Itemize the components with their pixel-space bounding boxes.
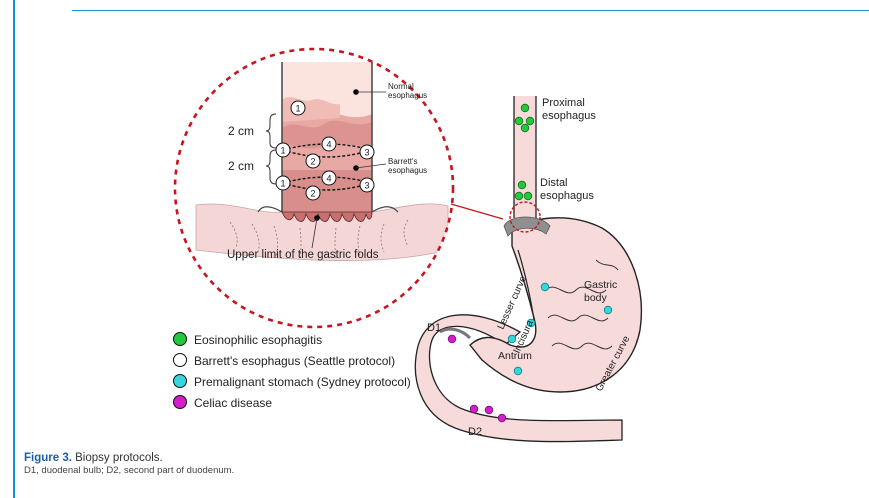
marker-1-top: 1 (291, 101, 305, 115)
caption-note: D1, duodenal bulb; D2, second part of du… (24, 465, 844, 477)
d2-label: D2 (468, 426, 482, 438)
marker-4-b: 4 (322, 171, 336, 185)
inset-connector (451, 204, 503, 219)
marker-4-a: 4 (322, 137, 336, 151)
proximal-esophagus-label: Proximal esophagus (542, 97, 596, 122)
marker-1-a: 1 (276, 143, 290, 157)
normal-esophagus-label: Normal esophagus (388, 82, 427, 100)
legend-item-sydney: Premalignant stomach (Sydney protocol) (174, 375, 411, 390)
barretts-esophagus-label: Barrett's esophagus (388, 157, 427, 175)
caption-title: Biopsy protocols. (75, 452, 163, 464)
svg-text:4: 4 (326, 174, 331, 184)
figure-caption: Figure 3. Biopsy protocols. D1, duodenal… (24, 451, 844, 477)
inset-magnification: 1 1 4 3 2 1 4 3 2 2 cm 2 cm Normal esoph… (175, 49, 453, 327)
marker-3-b: 3 (360, 178, 374, 192)
svg-text:3: 3 (364, 148, 369, 158)
svg-text:Premalignant stomach (Sydney p: Premalignant stomach (Sydney protocol) (194, 375, 411, 389)
svg-text:4: 4 (326, 140, 331, 150)
svg-text:1: 1 (295, 104, 300, 114)
antrum-label: Antrum (498, 350, 532, 362)
legend-item-eosinophilic: Eosinophilic esophagitis (174, 333, 323, 348)
legend-item-celiac: Celiac disease (174, 396, 273, 411)
caption-title-line: Figure 3. Biopsy protocols. (24, 451, 844, 465)
legend: Eosinophilic esophagitis Barrett's esoph… (174, 333, 411, 411)
distal-esophagus-label: Distal esophagus (540, 177, 594, 202)
svg-text:Eosinophilic esophagitis: Eosinophilic esophagitis (194, 333, 322, 347)
marker-2-b: 2 (306, 186, 320, 200)
marker-3-a: 3 (360, 145, 374, 159)
svg-text:2: 2 (310, 157, 315, 167)
dimension-label-bottom: 2 cm (228, 159, 254, 173)
stomach-anatomy: Proximal esophagus Distal esophagus Gast… (415, 96, 641, 442)
svg-text:1: 1 (280, 179, 285, 189)
marker-2-a: 2 (306, 154, 320, 168)
dimension-braces (266, 114, 276, 184)
gastric-folds-label: Upper limit of the gastric folds (227, 249, 379, 261)
dimension-label-top: 2 cm (228, 124, 254, 138)
svg-text:2: 2 (310, 189, 315, 199)
legend-item-barretts: Barrett's esophagus (Seattle protocol) (174, 354, 396, 369)
svg-text:3: 3 (364, 181, 369, 191)
d1-label: D1 (427, 322, 441, 334)
marker-1-b: 1 (276, 176, 290, 190)
figure-number: Figure 3. (24, 452, 72, 464)
svg-text:Celiac disease: Celiac disease (194, 396, 272, 410)
svg-text:1: 1 (280, 146, 285, 156)
svg-text:Barrett's esophagus (Seattle p: Barrett's esophagus (Seattle protocol) (194, 354, 395, 368)
